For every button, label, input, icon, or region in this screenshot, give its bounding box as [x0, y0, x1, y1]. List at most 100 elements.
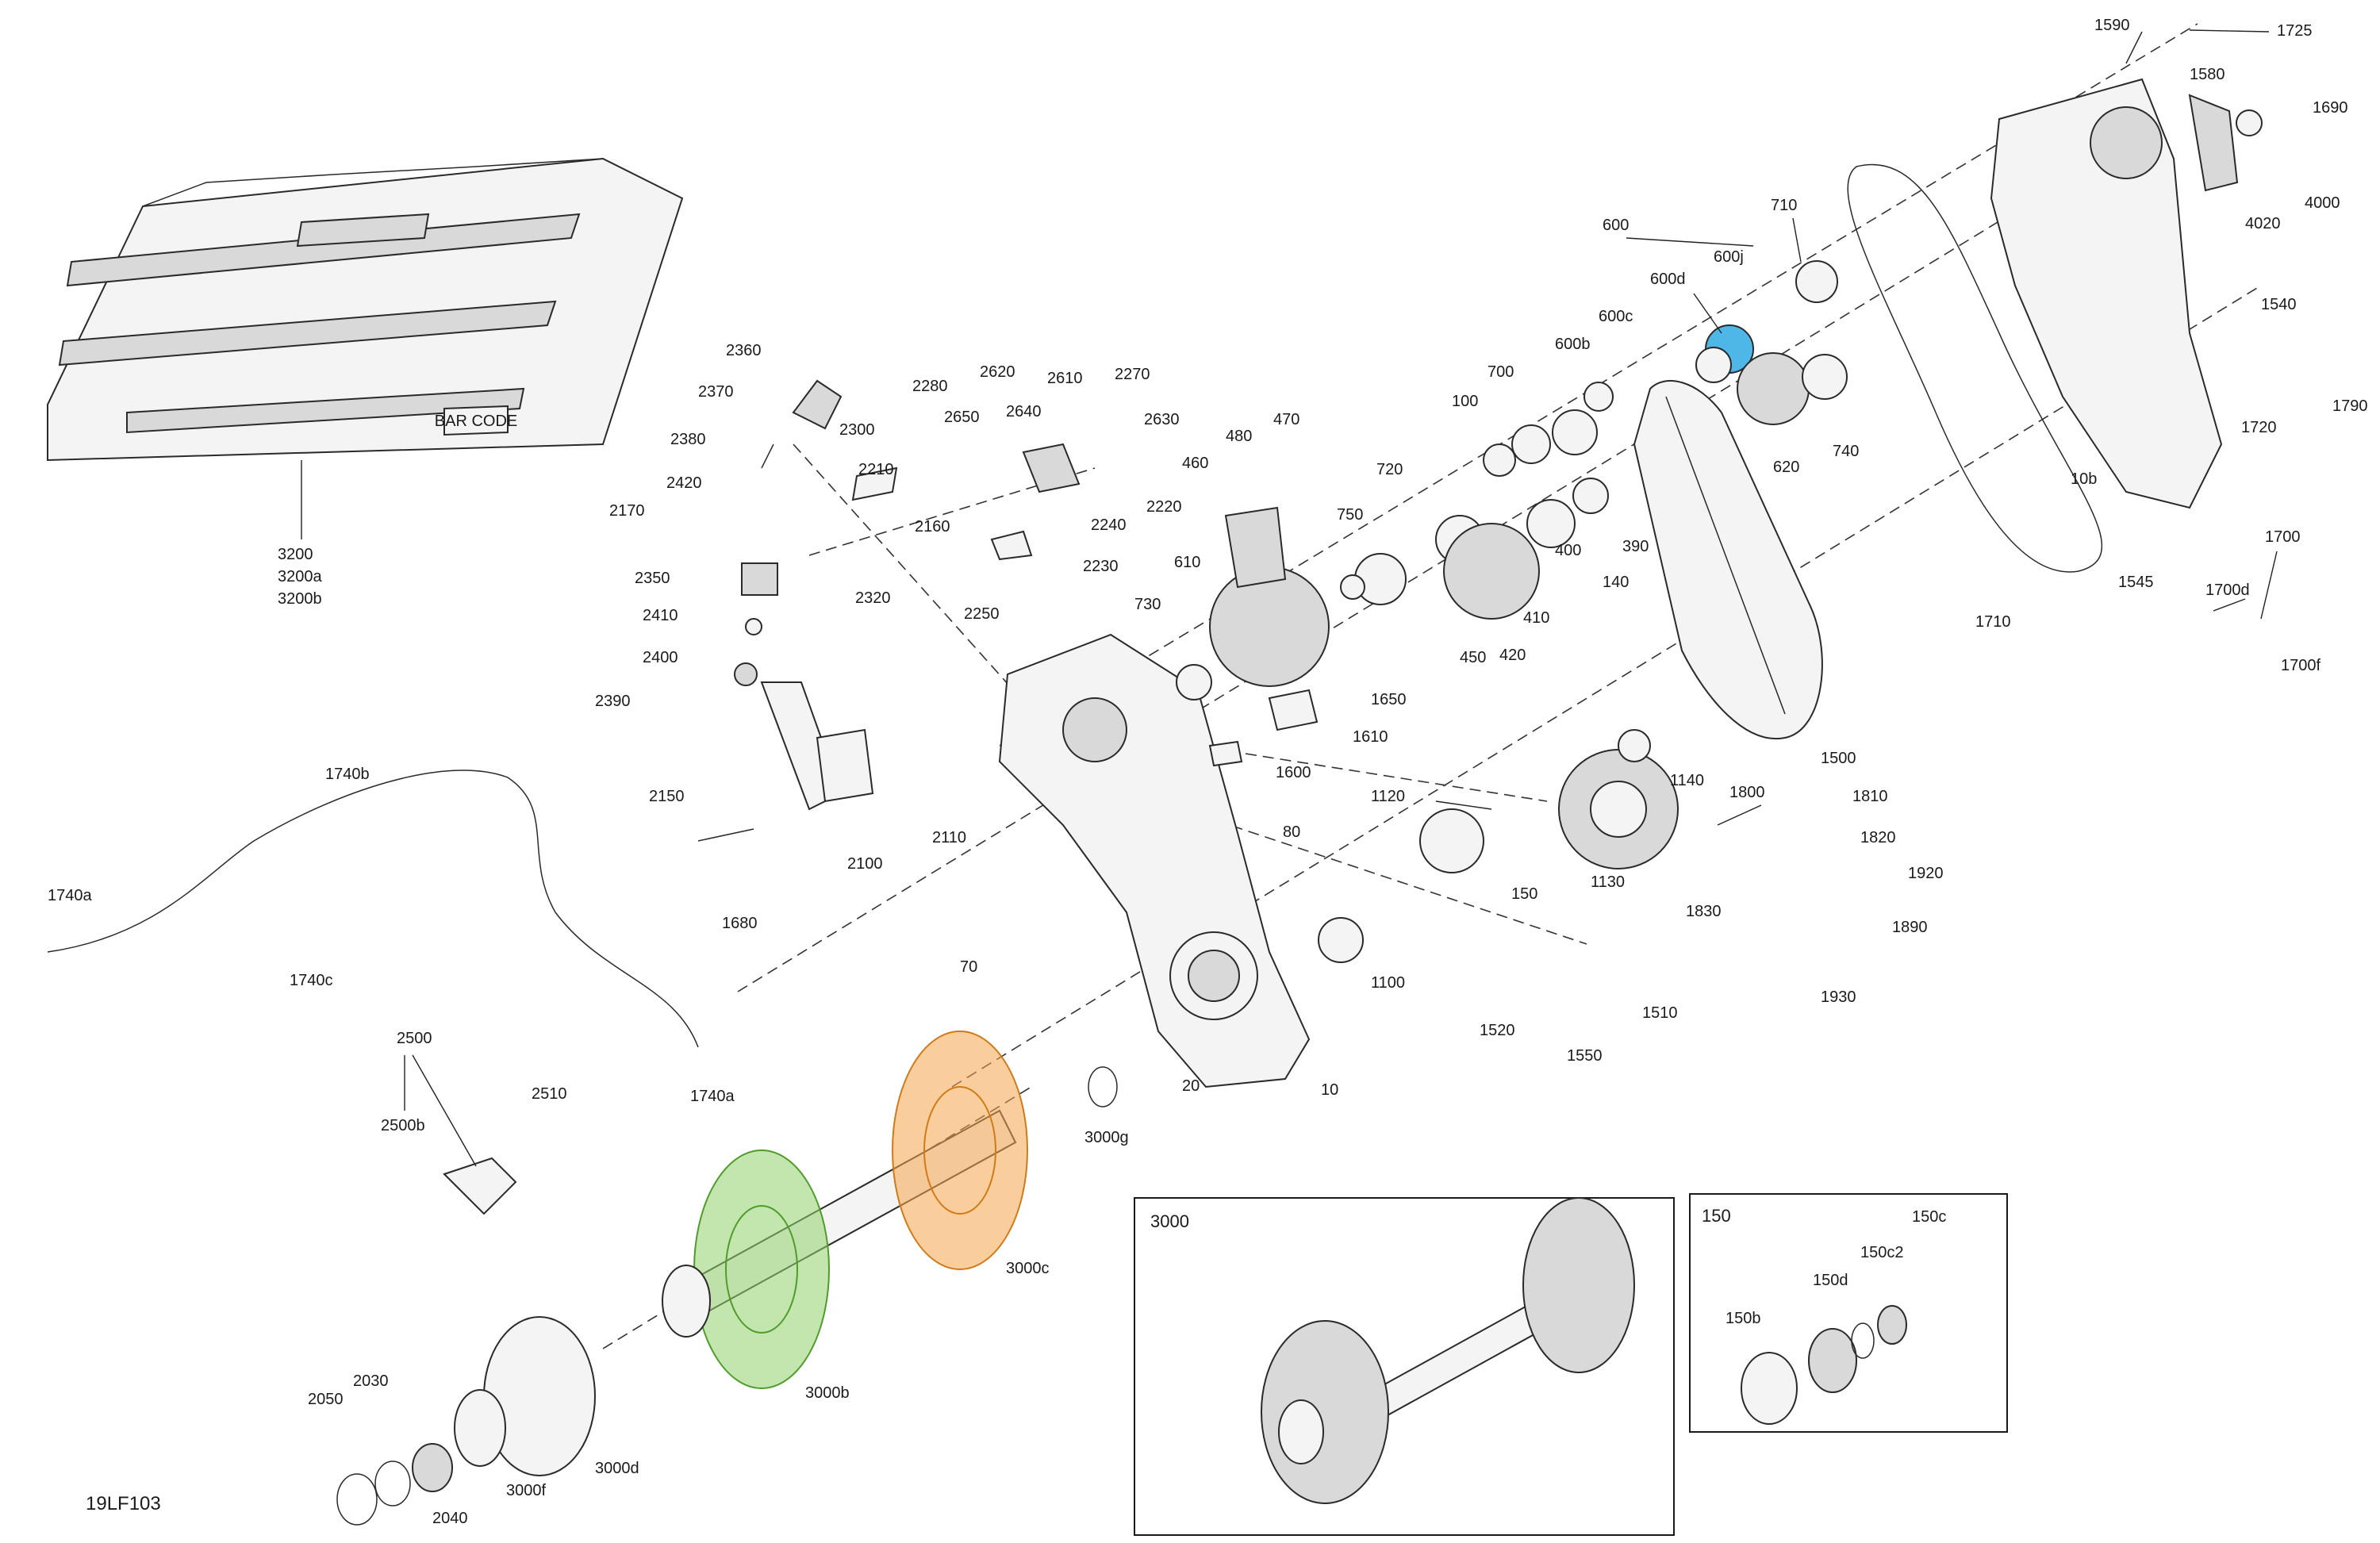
- label-600j: 600j: [1714, 248, 1744, 266]
- label-2160: 2160: [915, 518, 950, 535]
- sprocket-3000c-orange: [892, 1031, 1028, 1270]
- diagram-code: 19LF103: [86, 1493, 161, 1514]
- label-80: 80: [1283, 823, 1300, 841]
- label-1700f: 1700f: [2281, 657, 2320, 674]
- label-2500: 2500: [397, 1030, 432, 1047]
- label-410: 410: [1523, 609, 1549, 627]
- label-710: 710: [1771, 197, 1797, 214]
- label-420: 420: [1499, 647, 1526, 664]
- label-2410: 2410: [643, 607, 678, 624]
- label-3000b: 3000b: [805, 1384, 850, 1402]
- label-140: 140: [1603, 574, 1629, 591]
- label-2150: 2150: [649, 788, 685, 805]
- label-150b: 150b: [1726, 1310, 1761, 1327]
- label-2270: 2270: [1115, 366, 1150, 383]
- label-3200a: 3200a: [278, 568, 322, 585]
- label-2170: 2170: [609, 502, 645, 520]
- label-1740a: 1740a: [48, 887, 92, 904]
- label-1600: 1600: [1276, 764, 1311, 781]
- label-1920: 1920: [1908, 865, 1944, 882]
- label-3000d: 3000d: [595, 1460, 639, 1477]
- label-2220: 2220: [1146, 498, 1182, 516]
- label-1740c: 1740c: [290, 972, 333, 989]
- label-1680: 1680: [722, 915, 758, 932]
- label-1100: 1100: [1371, 974, 1405, 992]
- label-2370: 2370: [698, 383, 734, 401]
- part-labels: 1590 1725 1580 1690 4000 4020 1540 1720 …: [48, 17, 2368, 1527]
- label-2500b: 2500b: [381, 1117, 425, 1134]
- label-1820: 1820: [1860, 829, 1896, 846]
- label-150: 150: [1511, 885, 1537, 903]
- label-150c: 150c: [1912, 1208, 1946, 1226]
- label-2110: 2110: [932, 829, 966, 846]
- label-2650: 2650: [944, 409, 980, 426]
- label-1740b: 1740b: [325, 766, 370, 783]
- label-1550: 1550: [1567, 1047, 1603, 1065]
- drive-belt-1500: [1633, 380, 1823, 740]
- label-1610: 1610: [1353, 728, 1388, 746]
- label-480: 480: [1226, 428, 1252, 445]
- label-2050: 2050: [308, 1391, 344, 1408]
- label-2040: 2040: [432, 1510, 468, 1527]
- label-2420: 2420: [666, 474, 702, 492]
- label-1800: 1800: [1729, 784, 1765, 801]
- label-3000g: 3000g: [1084, 1129, 1129, 1146]
- label-1130: 1130: [1591, 873, 1625, 891]
- label-1830: 1830: [1686, 903, 1722, 920]
- label-2630: 2630: [1144, 411, 1180, 428]
- label-740: 740: [1833, 443, 1859, 460]
- label-470: 470: [1273, 411, 1299, 428]
- label-610: 610: [1174, 554, 1200, 571]
- label-1720: 1720: [2241, 419, 2277, 436]
- label-390: 390: [1622, 538, 1649, 555]
- bar-code-label: BAR CODE: [435, 413, 517, 430]
- label-730: 730: [1134, 596, 1161, 613]
- label-400: 400: [1555, 542, 1581, 559]
- label-3200: 3200: [278, 546, 313, 563]
- label-2030: 2030: [353, 1372, 389, 1390]
- label-1520: 1520: [1480, 1022, 1515, 1039]
- label-2250: 2250: [964, 605, 1000, 623]
- label-1725: 1725: [2277, 22, 2313, 40]
- label-1700: 1700: [2265, 528, 2301, 546]
- label-720: 720: [1376, 461, 1403, 478]
- label-1790: 1790: [2332, 397, 2368, 415]
- label-2640: 2640: [1006, 403, 1042, 420]
- label-4020: 4020: [2245, 215, 2281, 232]
- label-10: 10: [1321, 1081, 1338, 1099]
- inset-3000: 3000: [1134, 1197, 1675, 1536]
- label-70: 70: [960, 958, 977, 976]
- label-700: 700: [1488, 363, 1514, 381]
- label-2360: 2360: [726, 342, 762, 359]
- label-2100: 2100: [847, 855, 883, 873]
- side-cover-1700: [1990, 78, 2263, 509]
- label-3000f: 3000f: [506, 1482, 546, 1499]
- label-1120: 1120: [1371, 788, 1405, 805]
- label-2320: 2320: [855, 589, 891, 607]
- label-2610: 2610: [1047, 370, 1083, 387]
- label-3000c: 3000c: [1006, 1260, 1050, 1277]
- label-1740a-lower: 1740a: [690, 1088, 735, 1105]
- label-150c2: 150c2: [1860, 1244, 1904, 1261]
- label-1710: 1710: [1975, 613, 2011, 631]
- shift-mechanism: [697, 379, 1081, 842]
- label-2390: 2390: [595, 693, 631, 710]
- label-4000: 4000: [2305, 194, 2340, 212]
- label-450: 450: [1460, 649, 1486, 666]
- label-1690: 1690: [2313, 99, 2348, 117]
- label-460: 460: [1182, 455, 1208, 472]
- label-1580: 1580: [2190, 66, 2225, 83]
- label-750: 750: [1337, 506, 1363, 524]
- label-1540: 1540: [2261, 296, 2297, 313]
- label-1510: 1510: [1642, 1004, 1678, 1022]
- label-2380: 2380: [670, 431, 706, 448]
- gearbox-housing-10: [998, 633, 1311, 1088]
- label-1500: 1500: [1821, 750, 1856, 767]
- label-2300: 2300: [839, 421, 875, 439]
- label-2240: 2240: [1091, 516, 1127, 534]
- inset-150: 150 150c 150c2 150d 150b: [1689, 1193, 2008, 1433]
- label-1700d: 1700d: [2205, 582, 2250, 599]
- inset-150-title: 150: [1702, 1206, 1731, 1226]
- label-1650: 1650: [1371, 691, 1407, 708]
